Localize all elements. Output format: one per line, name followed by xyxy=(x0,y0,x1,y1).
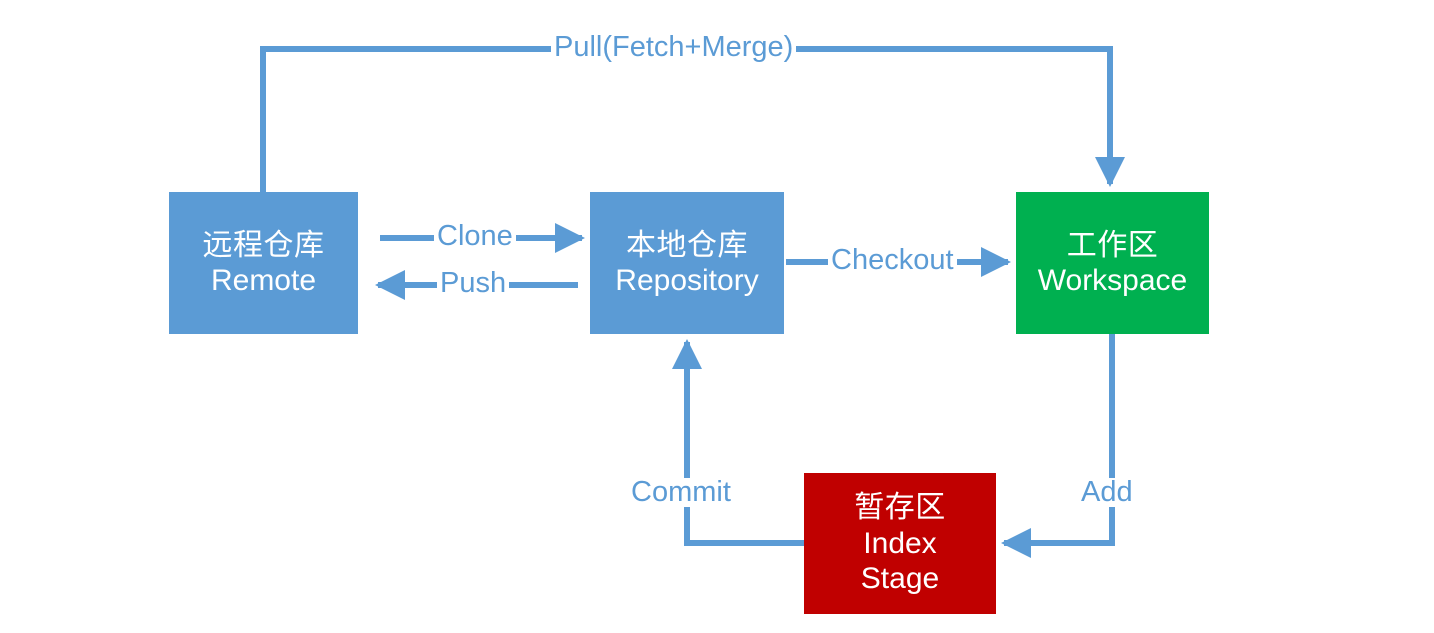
edge-label-push: Push xyxy=(437,269,510,298)
edge-label-clone: Clone xyxy=(434,222,516,251)
node-remote[interactable]: 远程仓库 Remote xyxy=(169,192,358,334)
node-workspace-label-cn: 工作区 xyxy=(1066,228,1159,262)
edge-label-commit: Commit xyxy=(628,478,734,507)
node-index-label-en2: Stage xyxy=(860,562,940,596)
node-index-label-cn: 暂存区 xyxy=(854,491,946,525)
node-index-label-en: Index xyxy=(863,526,937,560)
edge-add xyxy=(1001,334,1115,558)
node-repository-label-cn: 本地仓库 xyxy=(626,228,748,262)
node-repository-label-en: Repository xyxy=(615,264,759,297)
node-repository[interactable]: 本地仓库 Repository xyxy=(590,192,784,334)
node-workspace-label-en: Workspace xyxy=(1037,264,1188,297)
edge-commit xyxy=(672,339,804,546)
edge-label-pull: Pull(Fetch+Merge) xyxy=(551,33,797,62)
edge-label-checkout: Checkout xyxy=(828,246,957,275)
edge-pull xyxy=(260,46,1125,192)
edge-label-add: Add xyxy=(1078,478,1136,507)
node-workspace[interactable]: 工作区 Workspace xyxy=(1016,192,1209,334)
node-index[interactable]: 暂存区 Index Stage xyxy=(804,473,996,614)
node-remote-label-cn: 远程仓库 xyxy=(202,228,325,262)
node-remote-label-en: Remote xyxy=(210,264,317,297)
